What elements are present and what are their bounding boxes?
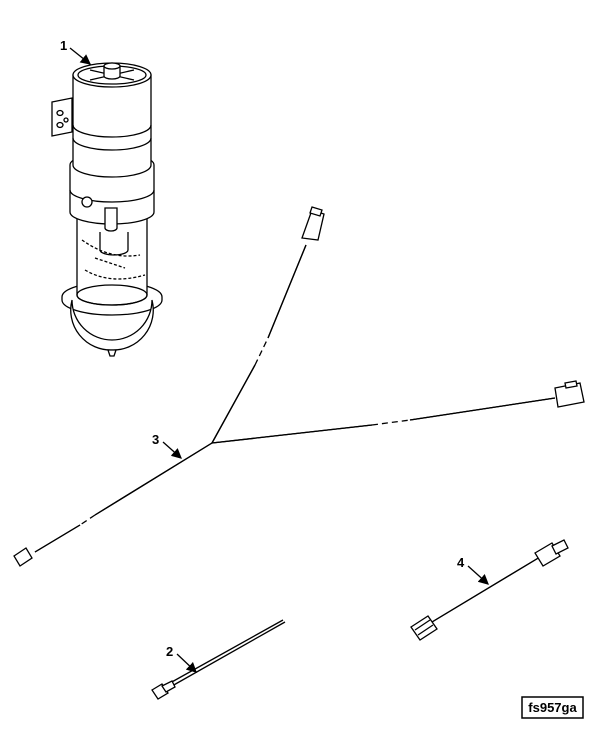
svg-text:3: 3 [152, 432, 159, 447]
svg-text:fs957ga: fs957ga [528, 700, 577, 715]
sensor-lead [151, 619, 286, 700]
svg-text:2: 2 [166, 644, 173, 659]
svg-text:4: 4 [457, 555, 465, 570]
wiring-harness [13, 206, 585, 567]
fuel-filter-assembly [51, 62, 163, 357]
svg-text:1: 1 [60, 38, 67, 53]
sensor-with-connector [410, 539, 569, 641]
callout-4: 4 [457, 555, 489, 585]
figure-id-box: fs957ga [521, 696, 584, 719]
callout-3: 3 [152, 432, 182, 459]
callout-1: 1 [60, 38, 92, 65]
callout-2: 2 [166, 644, 197, 673]
